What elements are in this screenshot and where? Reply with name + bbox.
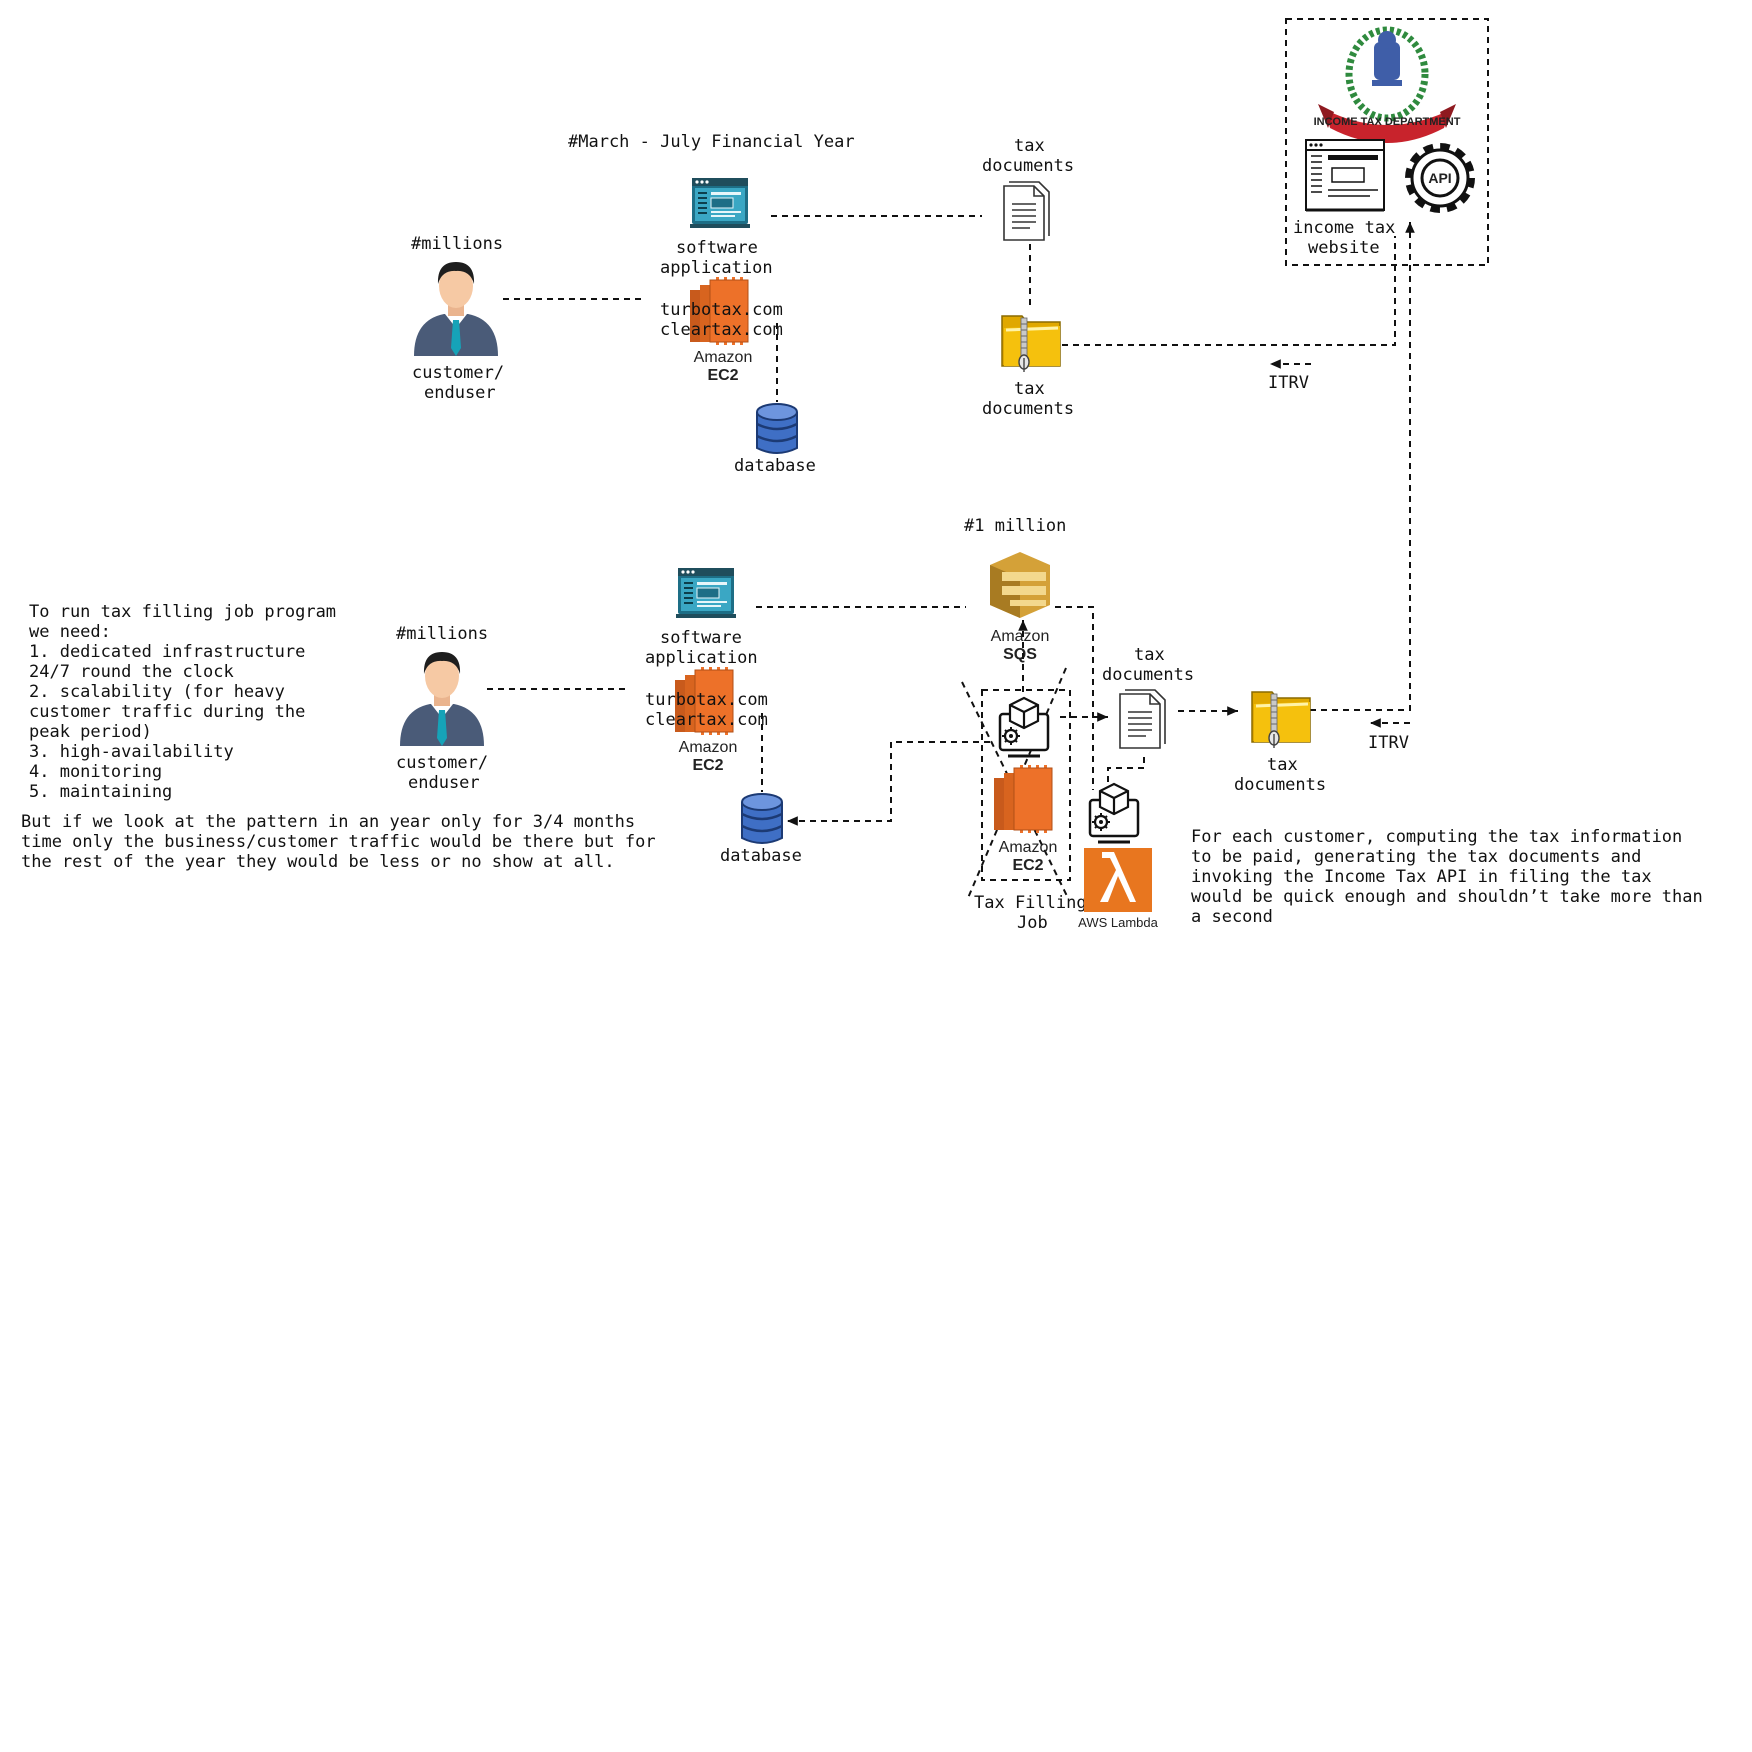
- top-ec2-label-2: EC2: [707, 367, 738, 384]
- lambda-note-line-3: would be quick enough and shouldn’t take…: [1191, 887, 1703, 907]
- needs-line-7: 3. high-availability: [29, 742, 234, 762]
- top-database-icon: [755, 402, 799, 455]
- income-tax-banner-text: INCOME TAX DEPARTMENT: [1314, 116, 1461, 128]
- top-person-icon: [414, 262, 498, 356]
- income-tax-site-label-2: website: [1308, 238, 1380, 258]
- income-tax-box: [1285, 18, 1489, 266]
- job-ec2-label-1: Amazon: [999, 839, 1058, 856]
- needs-line-9: 5. maintaining: [29, 782, 172, 802]
- top-heading: #March - July Financial Year: [568, 132, 855, 152]
- needs-line-6: peak period): [29, 722, 152, 742]
- top-folder-website-link: [1062, 236, 1396, 346]
- top-app-label-2: application: [660, 258, 773, 278]
- bottom-person-icon: [400, 652, 484, 746]
- bottom-users-count: #millions: [396, 624, 488, 644]
- api-label: API: [1428, 170, 1451, 186]
- needs-note: To run tax filling job program we need: …: [29, 602, 336, 802]
- bottom-folder-label-1: tax: [1267, 755, 1298, 775]
- needs-line-8: 4. monitoring: [29, 762, 162, 782]
- needs-line-5: customer traffic during the: [29, 702, 305, 722]
- lambda-note-line-2: invoking the Income Tax API in filing th…: [1191, 867, 1652, 887]
- job-cross-line-1: [961, 681, 1069, 899]
- top-documents-icon: [1003, 181, 1050, 241]
- bottom-docs-label-2: documents: [1102, 665, 1194, 685]
- bottom-app-label-2: application: [645, 648, 758, 668]
- bottom-folder-icon: [1250, 690, 1312, 750]
- top-docs-label-2: documents: [982, 156, 1074, 176]
- top-user-label-2: enduser: [424, 383, 496, 403]
- top-user-label-1: customer/: [412, 363, 504, 383]
- needs-line-3: 24/7 round the clock: [29, 662, 234, 682]
- bottom-folder-api-link: [1310, 222, 1415, 711]
- top-app-label-1: software: [676, 238, 758, 258]
- income-tax-website-icon: [1305, 139, 1385, 212]
- bottom-folder-label-2: documents: [1234, 775, 1326, 795]
- bottom-ec2-label-2: EC2: [692, 757, 723, 774]
- top-db-label: database: [734, 456, 816, 476]
- needs-line-4: 2. scalability (for heavy: [29, 682, 285, 702]
- tax-job-deploy-icon: [998, 696, 1050, 758]
- job-label-1: Tax Filling: [974, 893, 1087, 913]
- aws-lambda-icon: [1084, 848, 1152, 912]
- top-site-1: turbotax.com: [660, 300, 783, 320]
- tax-filing-job-box: [981, 689, 1071, 881]
- lambda-note-line-0: For each customer, computing the tax inf…: [1191, 827, 1682, 847]
- job-ec2-label-2: EC2: [1012, 857, 1043, 874]
- top-software-app-icon: [689, 177, 751, 229]
- income-tax-emblem: INCOME TAX DEPARTMENT: [1314, 26, 1461, 143]
- api-gear-icon: API: [1405, 143, 1475, 213]
- lambda-note-line-1: to be paid, generating the tax documents…: [1191, 847, 1641, 867]
- pattern-line-2: the rest of the year they would be less …: [21, 852, 615, 872]
- needs-line-2: 1. dedicated infrastructure: [29, 642, 305, 662]
- bottom-user-label-2: enduser: [408, 773, 480, 793]
- lambda-label: AWS Lambda: [1078, 915, 1158, 930]
- income-tax-site-label-1: income tax: [1293, 218, 1395, 238]
- needs-line-1: we need:: [29, 622, 111, 642]
- top-site-2: cleartax.com: [660, 320, 783, 340]
- top-folder-label-1: tax: [1014, 379, 1045, 399]
- top-ec2-label-1: Amazon: [694, 349, 753, 366]
- bottom-user-label-1: customer/: [396, 753, 488, 773]
- top-itrv-label: ITRV: [1268, 373, 1309, 393]
- lambda-note-line-4: a second: [1191, 907, 1273, 927]
- job-ec2-icon: [993, 764, 1053, 834]
- pattern-line-1: time only the business/customer traffic …: [21, 832, 656, 852]
- needs-line-0: To run tax filling job program: [29, 602, 336, 622]
- job-db-arrow: [787, 741, 990, 826]
- top-docs-label-1: tax: [1014, 136, 1045, 156]
- bottom-queue-count: #1 million: [964, 516, 1066, 536]
- bottom-db-label: database: [720, 846, 802, 866]
- top-folder-label-2: documents: [982, 399, 1074, 419]
- pattern-note: But if we look at the pattern in an year…: [21, 812, 656, 872]
- lambda-deploy-icon: [1088, 782, 1140, 844]
- top-users-count: #millions: [411, 234, 503, 254]
- bottom-app-label-1: software: [660, 628, 742, 648]
- pattern-line-0: But if we look at the pattern in an year…: [21, 812, 635, 832]
- bottom-docs-label-1: tax: [1134, 645, 1165, 665]
- bottom-documents-icon: [1119, 689, 1166, 749]
- bottom-database-icon: [740, 792, 784, 845]
- bottom-site-1: turbotax.com: [645, 690, 768, 710]
- bottom-software-app-icon: [675, 567, 737, 619]
- sqs-label-2: SQS: [1003, 646, 1037, 663]
- bottom-itrv-label: ITRV: [1368, 733, 1409, 753]
- lambda-note: For each customer, computing the tax inf…: [1191, 827, 1703, 927]
- top-folder-icon: [1000, 314, 1062, 374]
- bottom-ec2-label-1: Amazon: [679, 739, 738, 756]
- job-label-2: Job: [1017, 913, 1048, 933]
- lambda-docs-link: [1107, 752, 1145, 782]
- sqs-label-1: Amazon: [991, 628, 1050, 645]
- sqs-icon: [990, 552, 1050, 618]
- bottom-site-2: cleartax.com: [645, 710, 768, 730]
- sqs-lambda-link: [1055, 606, 1094, 790]
